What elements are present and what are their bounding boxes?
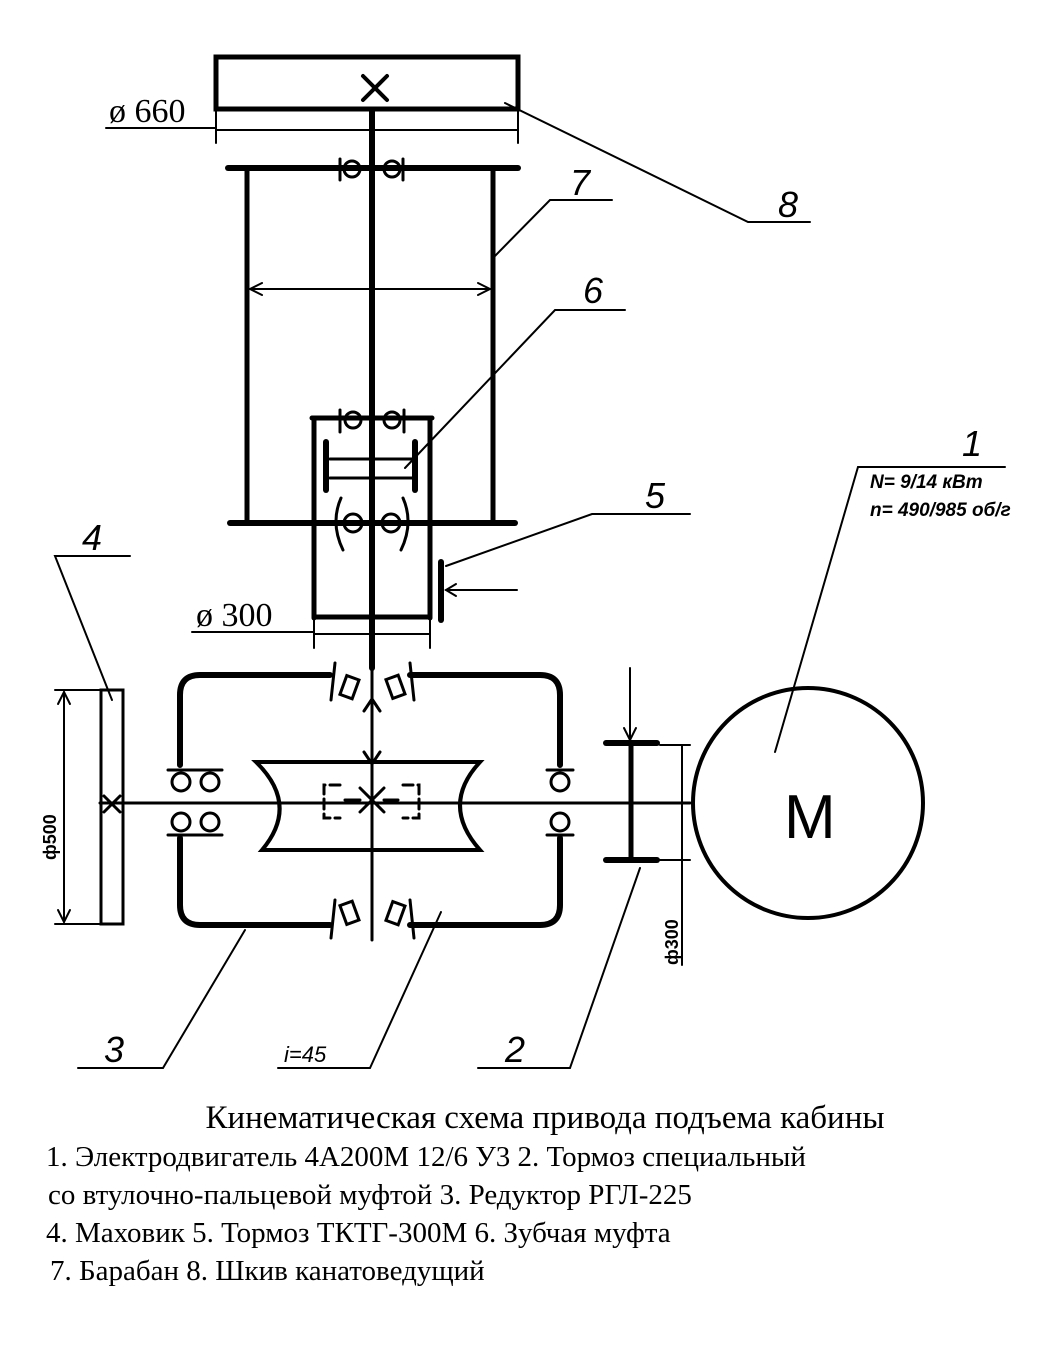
leader-1 (774, 466, 1006, 753)
reducer-housing-top (177, 672, 333, 768)
label-8: 8 (778, 184, 798, 225)
leader-3 (77, 929, 246, 1069)
bearing-icon (384, 673, 407, 701)
motor-label: M (784, 783, 836, 852)
pulley-cross-b (361, 74, 389, 102)
label-7: 7 (570, 162, 592, 203)
caption-title: Кинематическая схема привода подъема каб… (205, 1100, 885, 1136)
bearing-icon (342, 512, 364, 534)
bearing-icon (382, 159, 402, 179)
caption-line: со втулочно-пальцевой муфтой 3. Редуктор… (48, 1179, 692, 1211)
caption-line: 4. Маховик 5. Тормоз ТКТГ-300М 6. Зубчая… (46, 1217, 671, 1249)
bearing-icon (384, 899, 407, 927)
flywheel-cross-b (102, 794, 122, 814)
bearing-icon (338, 673, 361, 701)
bearing-icon (199, 811, 221, 833)
bearing-icon (170, 771, 192, 793)
motor-circle (691, 686, 925, 920)
reducer-housing-bottom (177, 835, 333, 928)
bearing-icon (380, 512, 402, 534)
bearing-arc (399, 496, 410, 552)
motor-power: N= 9/14 кВт (870, 472, 983, 493)
bearing-bar (408, 661, 416, 702)
bearing-icon (549, 771, 571, 793)
bearing-bar (329, 661, 337, 702)
worm-wheel (251, 760, 485, 852)
caption: Кинематическая схема привода подъема каб… (0, 1098, 1040, 1290)
bearing-icon (342, 159, 362, 179)
caption-line: 7. Барабан 8. Шкив канатоведущий (50, 1255, 485, 1287)
leader-8 (504, 102, 811, 223)
label-5: 5 (645, 475, 666, 516)
reducer-housing-bottom-right (407, 835, 563, 928)
bearing-bar (329, 898, 337, 940)
label-1: 1 (962, 423, 982, 464)
leader-2 (477, 867, 641, 1069)
shaft-arrow-up (362, 696, 382, 713)
bearing-bar (408, 898, 416, 940)
label-2: 2 (504, 1029, 525, 1070)
bearing-icon (170, 811, 192, 833)
leader-i (277, 911, 442, 1069)
brake2-dim-label: ф300 (662, 919, 682, 965)
leader-7 (492, 199, 613, 259)
bearing-icon (338, 899, 361, 927)
label-3: 3 (104, 1029, 124, 1070)
bearing-icon (382, 410, 402, 430)
flywheel-dim-label: ф500 (40, 814, 60, 860)
motor-speed: n= 490/985 об/г (870, 500, 1011, 521)
leader-4 (53, 555, 131, 701)
reducer-housing-top-right (407, 672, 563, 768)
flywheel-dim-arrow-bottom (57, 909, 71, 925)
bearing-icon (549, 811, 571, 833)
bearing-icon (199, 771, 221, 793)
drum-dim-arrow-right (477, 282, 493, 296)
worm-cross-b (358, 786, 386, 814)
flywheel-dim-arrow-top (57, 689, 71, 705)
pulley-dim-label: ø 660 (109, 93, 186, 130)
bearing-arc (334, 496, 345, 552)
brake-arrow (444, 583, 457, 597)
leader-6 (404, 309, 626, 469)
ratio-label: i=45 (284, 1042, 327, 1067)
leader-5 (445, 513, 691, 567)
label-4: 4 (82, 517, 102, 558)
brake-dim-label: ø 300 (196, 597, 273, 634)
label-6: 6 (583, 270, 604, 311)
kinematic-diagram: ø 660 ø 300 ф500 ф300 i=45 8 7 6 5 4 1 3… (40, 54, 1011, 1070)
flywheel (99, 688, 125, 926)
drum-dim-arrow-left (247, 282, 263, 296)
brake2-arrow (623, 727, 637, 743)
pulley-rect (213, 54, 521, 112)
bearing-icon (343, 410, 363, 430)
caption-line: 1. Электродвигатель 4А200М 12/6 У3 2. То… (46, 1141, 806, 1173)
